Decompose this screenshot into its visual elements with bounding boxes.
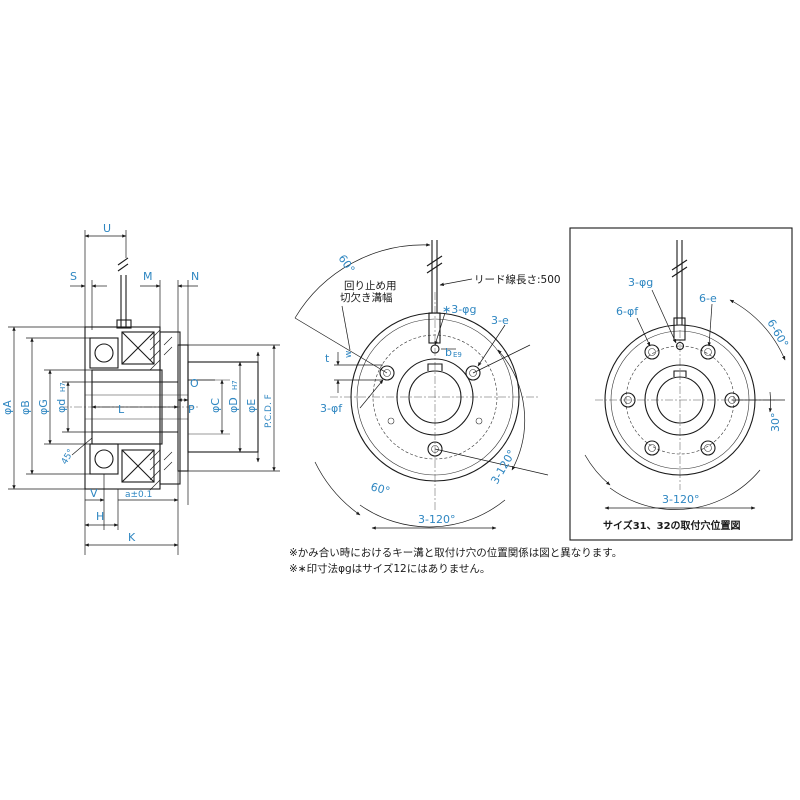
front-angle-60-top: 60° <box>336 252 358 275</box>
dim-P: P <box>188 403 195 416</box>
front-dim-t: t <box>325 352 330 365</box>
dim-N: N <box>191 270 199 283</box>
detail-tap-e: 6-e <box>699 292 717 305</box>
dim-phiD: φD <box>227 397 240 413</box>
dim-phiE: φE <box>245 399 258 413</box>
dim-H: H <box>96 510 104 523</box>
front-dim-b-tol: E9 <box>453 351 462 359</box>
dim-phiG: φG <box>37 399 50 415</box>
detail-frame <box>569 227 793 541</box>
dim-O: O <box>190 377 199 390</box>
front-hole-f: 3-φf <box>320 402 343 415</box>
dim-phid-tol: H7 <box>59 382 67 392</box>
dim-S: S <box>70 270 77 283</box>
dim-PCD: P.C.D. F <box>264 394 274 428</box>
detail-angle-30: 30° <box>769 413 782 433</box>
dim-phiA: φA <box>1 400 14 415</box>
anti-rotation-label-1: 回り止め用 <box>344 280 397 292</box>
dim-L: L <box>118 403 125 416</box>
dim-phiC: φC <box>209 398 222 413</box>
dim-K: K <box>128 531 136 544</box>
note-line-1: ※かみ合い時におけるキー溝と取付け穴の位置関係は図と異なります。 <box>289 546 622 559</box>
front-hole-g: ∗3-φg <box>442 303 476 316</box>
detail-caption: サイズ31、32の取付穴位置図 <box>603 519 741 532</box>
front-angle-120-bottom: 3-120° <box>418 513 455 526</box>
dim-M: M <box>143 270 153 283</box>
detail-dimensions <box>584 289 786 510</box>
dim-chamfer: 45° <box>60 448 77 467</box>
detail-view <box>595 240 775 490</box>
front-dim-b: b <box>445 346 452 359</box>
detail-angle-60: 6-60° <box>764 317 790 350</box>
front-angle-60-bottom: 60° <box>369 480 391 498</box>
front-dim-w: w <box>344 351 354 358</box>
detail-angle-120: 3-120° <box>662 493 699 506</box>
side-dimensions <box>8 230 280 555</box>
side-section-view <box>60 257 259 491</box>
anti-rotation-label-2: 切欠き溝幅 <box>340 291 393 304</box>
lead-wire-length: リード線長さ:500 <box>474 273 561 286</box>
dim-phid: φd <box>55 399 68 413</box>
detail-hole-g: 3-φg <box>628 276 653 289</box>
dim-phiB: φB <box>19 400 32 415</box>
detail-hole-f: 6-φf <box>616 305 639 318</box>
dim-V: V <box>90 487 98 500</box>
front-dimensions <box>294 243 549 530</box>
front-tap-e: 3-e <box>491 314 509 327</box>
dim-a: a±0.1 <box>125 490 152 500</box>
dim-U: U <box>103 222 111 235</box>
dim-phiD-tol: H7 <box>231 380 239 390</box>
note-line-2: ※∗印寸法φgはサイズ12にはありません。 <box>289 562 490 575</box>
